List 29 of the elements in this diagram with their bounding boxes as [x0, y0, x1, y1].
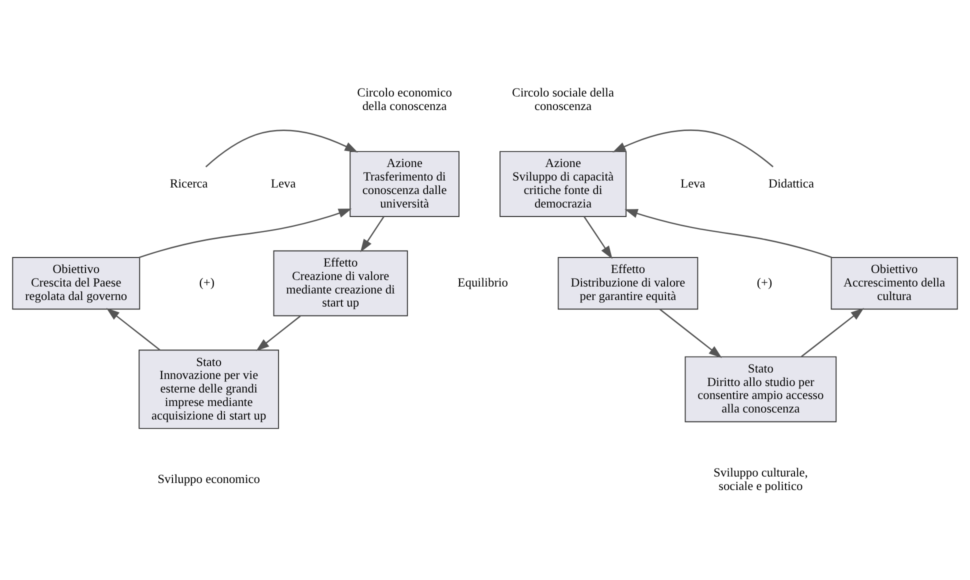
node-box: Azione Trasferimento di conoscenza dalle università — [350, 151, 460, 217]
node-box: Obiettivo Crescita del Paese regolata dal governo — [12, 257, 140, 310]
label: Circolo economico della conoscenza — [357, 86, 452, 113]
node-box: Obiettivo Accrescimento della cultura — [830, 257, 958, 310]
arrow — [659, 308, 722, 358]
node-box: Azione Sviluppo di capacità critiche fonte di democrazia — [500, 151, 627, 217]
node-box: Stato Innovazione per vie esterne delle grandi imprese mediante acquisizione di start up — [138, 350, 280, 429]
arrow — [106, 308, 160, 351]
arrow — [612, 130, 774, 168]
node-text: Didattica — [768, 176, 814, 190]
label: Sviluppo economico — [158, 472, 260, 486]
node-box: Effetto Creazione di valore mediante creazione di start up — [273, 250, 408, 316]
label: Sviluppo culturale, sociale e politico — [713, 466, 808, 493]
arrow — [138, 208, 352, 258]
node-text: Ricerca — [170, 176, 208, 190]
label: Leva — [680, 176, 706, 190]
label: Equilibrio — [458, 276, 508, 290]
node-box: Stato Diritto allo studio per consentire ampio accesso alla conoscenza — [684, 356, 837, 422]
arrow — [584, 216, 612, 260]
label: (+) — [199, 276, 215, 290]
arrow — [624, 209, 832, 258]
arrow — [205, 130, 358, 168]
label: Circolo sociale della conoscenza — [512, 86, 614, 113]
arrow — [360, 216, 384, 252]
arrow — [256, 316, 301, 352]
node-box: Effetto Distribuzione di valore per garantire equità — [558, 257, 698, 310]
label: (+) — [756, 276, 772, 290]
arrow — [800, 308, 864, 358]
label: Leva — [270, 176, 296, 190]
